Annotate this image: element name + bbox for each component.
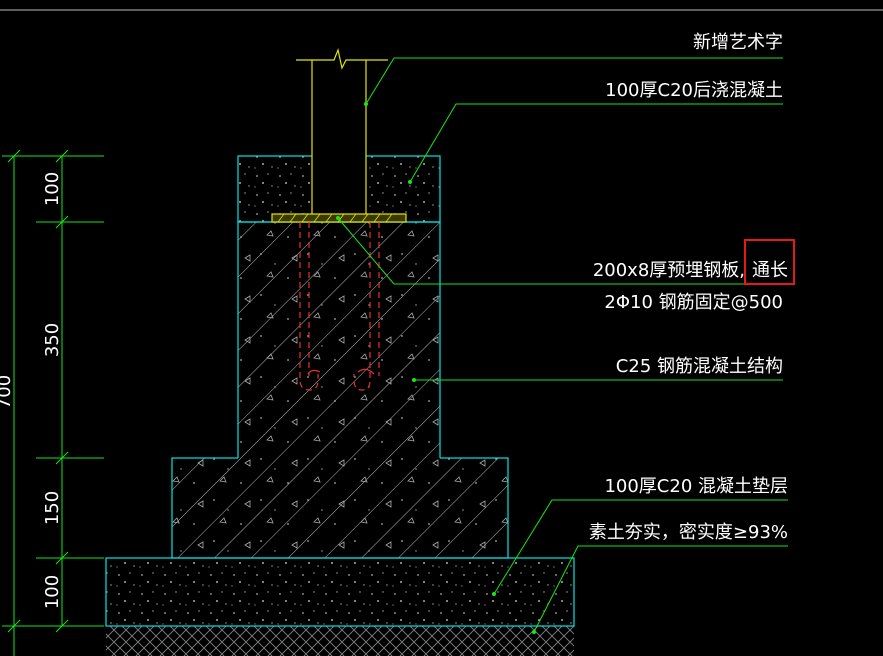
- label-soil: 素土夯实，密实度≥93%: [589, 522, 788, 543]
- dim-350: 350: [42, 323, 63, 357]
- plate-hatch: [277, 213, 393, 223]
- label-cushion: 100厚C20 混凝土垫层: [604, 476, 788, 497]
- label-steel-plate: 200x8厚预埋钢板,: [593, 260, 745, 281]
- dim-100-bottom: 100: [42, 575, 63, 609]
- leader-dots: [336, 102, 536, 634]
- rc-pedestal: [237, 221, 441, 460]
- dim-150: 150: [42, 491, 63, 525]
- label-new-text: 新增艺术字: [693, 32, 783, 53]
- dim-100-top: 100: [42, 172, 63, 206]
- compacted-soil: [106, 626, 574, 656]
- rebar-anchors: [299, 222, 380, 391]
- art-text-column: [296, 47, 388, 214]
- highlight-box: [744, 239, 795, 285]
- label-steel-plate-length: 通长: [752, 260, 788, 281]
- leader-lines: [337, 57, 788, 633]
- label-post-concrete: 100厚C20后浇混凝土: [605, 80, 783, 101]
- cushion-layer: [105, 557, 575, 627]
- footing-step: [171, 457, 509, 559]
- label-rebar-fix: 2Φ10 钢筋固定@500: [604, 292, 783, 313]
- dimension-lines: [2, 149, 104, 656]
- dim-700-total: 700: [0, 375, 15, 409]
- label-rc-structure: C25 钢筋混凝土结构: [616, 356, 783, 377]
